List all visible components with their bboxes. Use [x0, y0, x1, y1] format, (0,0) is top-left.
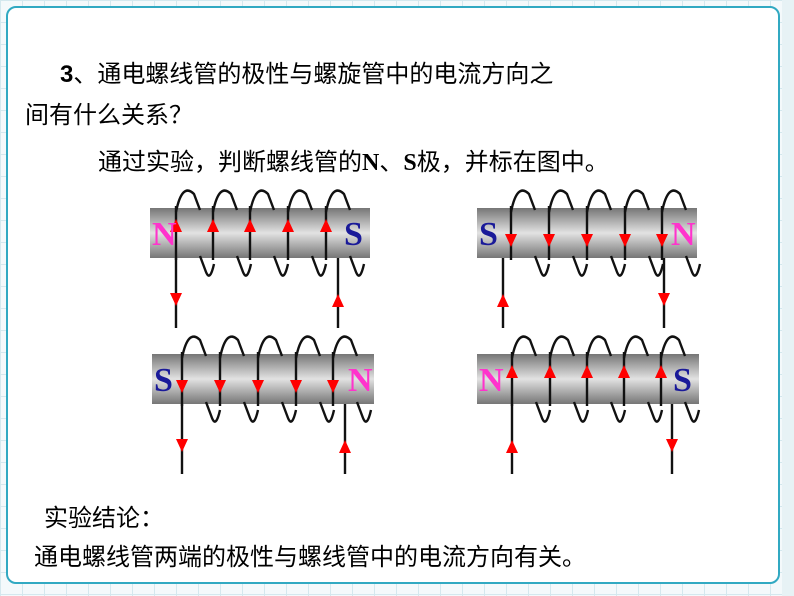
current-arrow-down [581, 234, 593, 247]
coil-bottom-arc [235, 255, 253, 277]
pole-label-left: N [152, 216, 177, 253]
coil-top-arc [547, 189, 575, 213]
coil-top-arc [659, 335, 687, 359]
current-arrow-down [252, 380, 264, 393]
coil-top-arc [180, 335, 208, 359]
current-arrow-up [320, 219, 332, 232]
conclusion-title: 实验结论： [44, 504, 164, 532]
pole-label-left: S [154, 362, 173, 399]
current-arrow-down [290, 380, 302, 393]
coil-bottom-arc [280, 401, 298, 423]
instruction-s-letter: S [403, 150, 417, 176]
coil-top-arc [248, 189, 276, 213]
wire-arrow-right [666, 439, 678, 452]
coil-top-arc [324, 189, 352, 213]
question-line-2: 间有什么关系？ [25, 101, 193, 129]
current-arrow-down [505, 234, 517, 247]
coil-top-arc [585, 189, 613, 213]
coil-top-arc [331, 335, 359, 359]
coil-bottom-arc [272, 255, 290, 277]
coil-top-arc [509, 189, 537, 213]
coil-bottom-arc [348, 255, 366, 277]
wire-arrow-left [497, 294, 509, 307]
coil-bottom-arc [609, 255, 627, 277]
current-arrow-down [214, 380, 226, 393]
current-arrow-up [655, 365, 667, 378]
coil-bottom-arc [204, 401, 222, 423]
coil-top-arc [174, 189, 202, 213]
wire-arrow-right [332, 294, 344, 307]
iron-core-bar [150, 208, 370, 258]
right-edge-strip [782, 0, 794, 596]
coil-top-arc [286, 189, 314, 213]
pole-label-left: S [479, 216, 498, 253]
coil-top-arc [211, 189, 239, 213]
instruction-sep: 、 [379, 148, 404, 176]
question-number: 3 [60, 61, 74, 88]
wire-arrow-left [506, 440, 518, 453]
iron-core-bar [152, 354, 374, 404]
current-arrow-up [581, 365, 593, 378]
coil-bottom-arc [609, 401, 627, 423]
coil-bottom-arc [571, 255, 589, 277]
current-arrow-up [170, 219, 182, 232]
coil-top-arc [294, 335, 322, 359]
coil-bottom-arc [534, 401, 552, 423]
conclusion-text: 通电螺线管两端的极性与螺线管中的电流方向有关。 [34, 543, 586, 571]
current-arrow-up [544, 365, 556, 378]
coil-bottom-arc [683, 401, 701, 423]
coil-top-arc [585, 335, 613, 359]
pole-label-right: N [348, 362, 373, 399]
pole-label-right: S [673, 362, 692, 399]
coil-bottom-arc [242, 401, 260, 423]
coil-bottom-arc [684, 255, 702, 277]
current-arrow-down [176, 380, 188, 393]
pole-label-left: N [479, 362, 504, 399]
coil-bottom-arc [647, 255, 665, 277]
coil-top-arc [218, 335, 246, 359]
current-arrow-down [656, 234, 668, 247]
pole-label-right: N [671, 216, 696, 253]
coil-bottom-arc [198, 255, 216, 277]
coil-top-arc [660, 189, 688, 213]
coil-bottom-arc [318, 401, 336, 423]
wire-arrow-right [339, 440, 351, 453]
current-arrow-down [619, 234, 631, 247]
coil-bottom-arc [310, 255, 328, 277]
instruction-suffix: 极，并标在图中。 [416, 148, 609, 176]
instruction-n-letter: N [362, 150, 380, 176]
current-arrow-up [282, 219, 294, 232]
current-arrow-up [207, 219, 219, 232]
slide-panel [6, 6, 780, 584]
coil-top-arc [623, 189, 651, 213]
instruction: 通过实验，判断螺线管的N、S极，并标在图中。 [98, 142, 609, 177]
current-arrow-up [506, 365, 518, 378]
question-text-1: 、通电螺线管的极性与螺旋管中的电流方向之 [73, 60, 554, 88]
coil-bottom-arc [355, 401, 373, 423]
coil-bottom-arc [572, 401, 590, 423]
current-arrow-down [327, 380, 339, 393]
question-line-1: 3、通电螺线管的极性与螺旋管中的电流方向之 [60, 54, 553, 89]
coil-bottom-arc [646, 401, 664, 423]
coil-top-arc [548, 335, 576, 359]
coil-top-arc [622, 335, 650, 359]
pole-label-right: S [344, 216, 363, 253]
current-arrow-up [244, 219, 256, 232]
instruction-prefix: 通过实验，判断螺线管的 [98, 148, 362, 176]
coil-bottom-arc [533, 255, 551, 277]
current-arrow-up [618, 365, 630, 378]
coil-top-arc [256, 335, 284, 359]
coil-top-arc [510, 335, 538, 359]
wire-arrow-left [176, 439, 188, 452]
wire-arrow-left [170, 293, 182, 306]
current-arrow-down [543, 234, 555, 247]
wire-arrow-right [658, 293, 670, 306]
